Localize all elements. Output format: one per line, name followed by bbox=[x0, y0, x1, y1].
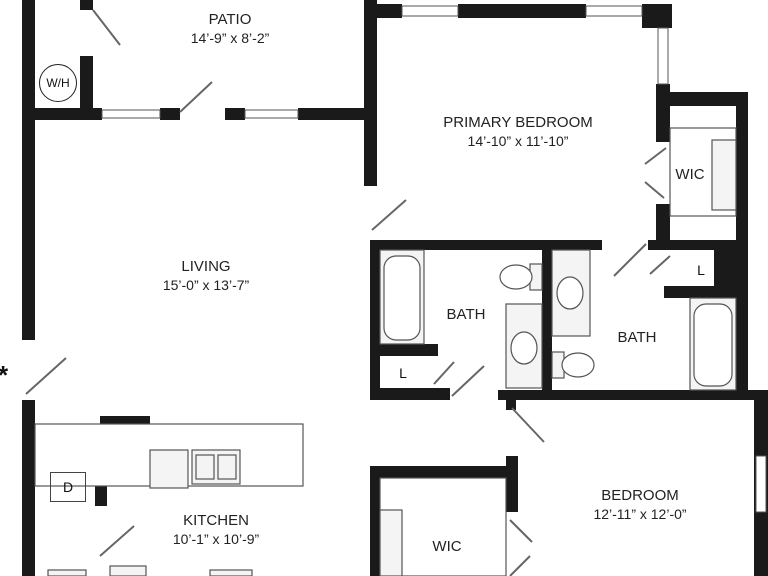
wall bbox=[298, 108, 376, 120]
room-dimensions: 14’-10” x 11’-10” bbox=[467, 133, 569, 149]
room-dimensions: 15’-0” x 13’-7” bbox=[162, 277, 250, 293]
window bbox=[585, 5, 643, 17]
entry-marker: * bbox=[0, 360, 8, 391]
kitchen-range bbox=[149, 449, 189, 489]
kitchen-sink-basin bbox=[217, 454, 237, 480]
closet-shelf bbox=[711, 139, 737, 211]
bathtub-basin bbox=[693, 303, 733, 387]
room-label-kitchen: KITCHEN 10’-1” x 10’-9” bbox=[173, 511, 259, 549]
room-name: PRIMARY BEDROOM bbox=[443, 114, 593, 131]
room-name: WIC bbox=[432, 538, 462, 555]
toilet-bowl bbox=[499, 264, 533, 290]
door-swing bbox=[509, 555, 531, 576]
window bbox=[755, 455, 767, 513]
wall bbox=[370, 466, 518, 478]
room-label-bath-right: BATH bbox=[618, 328, 657, 347]
wall bbox=[656, 204, 670, 250]
room-label-wic-primary: WIC bbox=[675, 165, 704, 184]
window bbox=[657, 27, 669, 85]
room-name: BEDROOM bbox=[601, 487, 679, 504]
door-swing bbox=[179, 81, 213, 113]
water-heater-symbol: W/H bbox=[39, 64, 77, 102]
room-label-wic-bedroom: WIC bbox=[432, 537, 461, 556]
wall bbox=[458, 4, 586, 18]
room-label-bedroom: BEDROOM 12’-11” x 12’-0” bbox=[593, 486, 686, 524]
wall bbox=[22, 108, 102, 120]
toilet-bowl bbox=[561, 352, 595, 378]
room-dimensions: 12’-11” x 12’-0” bbox=[593, 506, 687, 522]
room-name: PATIO bbox=[208, 11, 252, 28]
room-name: WIC bbox=[675, 166, 705, 183]
door-swing bbox=[99, 525, 135, 557]
door-swing bbox=[433, 361, 455, 385]
room-name: BATH bbox=[446, 306, 486, 323]
wall bbox=[22, 0, 35, 340]
wall bbox=[542, 248, 552, 390]
wall bbox=[656, 92, 748, 106]
wall bbox=[370, 240, 380, 400]
linen-closet-label: L bbox=[697, 262, 705, 278]
room-name: LIVING bbox=[181, 258, 231, 275]
door-swing bbox=[644, 147, 667, 165]
dryer-symbol: D bbox=[50, 472, 86, 502]
appliance bbox=[209, 569, 253, 576]
door-swing bbox=[92, 9, 121, 46]
wall bbox=[364, 0, 377, 186]
wall bbox=[80, 0, 93, 10]
wall bbox=[506, 390, 516, 410]
room-name: BATH bbox=[617, 329, 657, 346]
wall bbox=[80, 56, 93, 120]
fixtures bbox=[34, 127, 737, 576]
wall bbox=[370, 240, 602, 250]
wall bbox=[506, 456, 518, 512]
vanity-sink bbox=[510, 331, 538, 365]
window bbox=[244, 109, 299, 119]
linen-closet-label: L bbox=[399, 365, 407, 381]
door-swing bbox=[371, 199, 407, 231]
room-label-patio: PATIO 14’-9” x 8’-2” bbox=[191, 10, 270, 48]
wall bbox=[642, 4, 672, 28]
kitchen-sink-basin bbox=[195, 454, 215, 480]
wall bbox=[648, 240, 748, 250]
room-name: KITCHEN bbox=[183, 512, 249, 529]
appliance bbox=[109, 565, 147, 576]
room-label-living: LIVING 15’-0” x 13’-7” bbox=[163, 257, 249, 295]
wall bbox=[370, 388, 450, 400]
door-swing bbox=[511, 407, 545, 443]
wall bbox=[370, 466, 380, 576]
windows bbox=[101, 5, 767, 513]
wall bbox=[364, 4, 402, 18]
appliance bbox=[47, 569, 87, 576]
room-dimensions: 10’-1” x 10’-9” bbox=[172, 531, 260, 547]
wall bbox=[160, 108, 180, 120]
door-swing bbox=[509, 519, 533, 543]
window bbox=[101, 109, 161, 119]
wall bbox=[225, 108, 245, 120]
door-swing bbox=[25, 357, 67, 395]
wall bbox=[664, 286, 748, 298]
bathtub-basin bbox=[383, 255, 421, 341]
window bbox=[401, 5, 459, 17]
door-swing bbox=[451, 365, 485, 397]
closet-shelf bbox=[379, 509, 403, 576]
door-swing bbox=[649, 255, 671, 275]
vanity-sink bbox=[556, 276, 584, 310]
room-label-bath-left: BATH bbox=[447, 305, 486, 324]
room-label-primary-bedroom: PRIMARY BEDROOM 14’-10” x 11’-10” bbox=[443, 113, 592, 151]
wall bbox=[714, 240, 736, 300]
wall bbox=[370, 344, 438, 356]
wall bbox=[498, 390, 768, 400]
door-swings bbox=[25, 9, 671, 576]
room-dimensions: 14’-9” x 8’-2” bbox=[190, 30, 270, 46]
door-swing bbox=[613, 243, 647, 277]
door-swing bbox=[644, 181, 665, 199]
wall bbox=[22, 400, 35, 576]
